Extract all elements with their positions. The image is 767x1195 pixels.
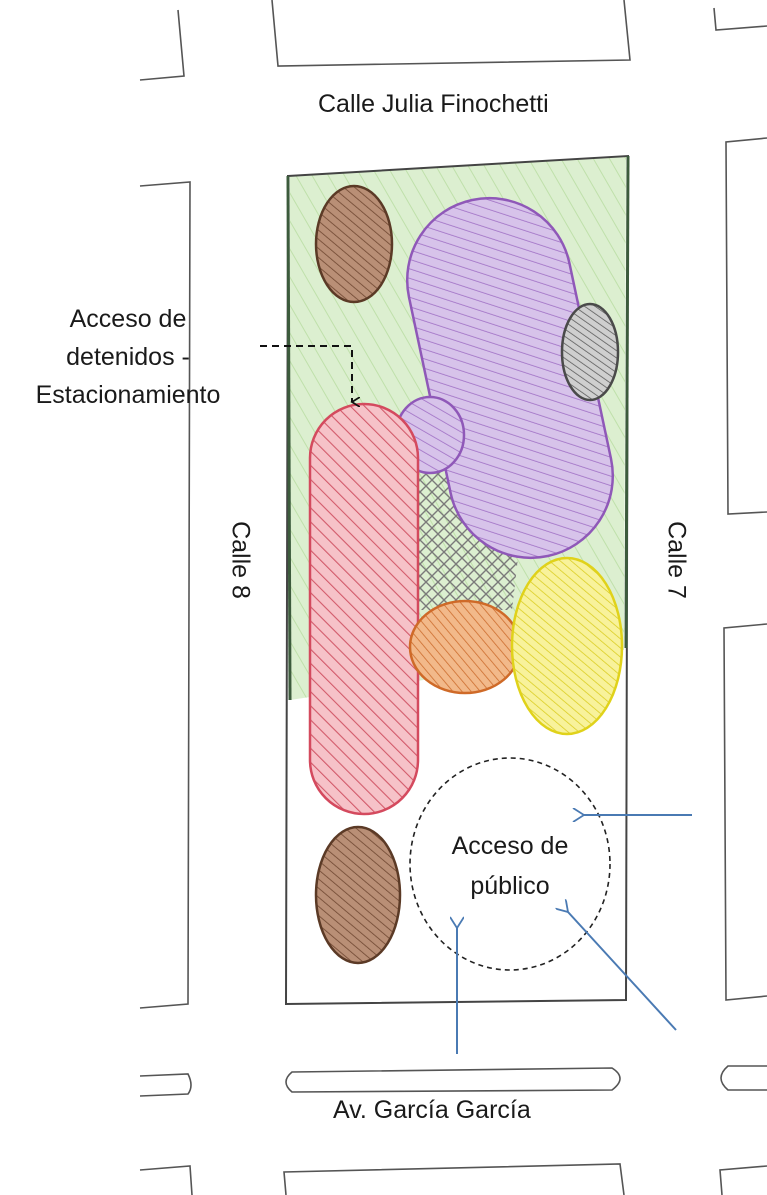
site-block xyxy=(284,154,630,1006)
block-se-bottom xyxy=(719,1165,767,1195)
street-label-south: Av. García García xyxy=(333,1096,531,1124)
block-nw-top xyxy=(139,9,185,81)
site-west-wall xyxy=(286,175,292,701)
street-label-north: Calle Julia Finochetti xyxy=(318,90,549,118)
public-access-label: Acceso de público xyxy=(420,826,600,906)
neighbor-blocks xyxy=(139,0,767,1195)
detainee-label-line2: detenidos - xyxy=(66,343,190,371)
street-label-west: Calle 8 xyxy=(226,521,255,599)
block-east-lower xyxy=(723,623,767,1001)
detainee-label-line1: Acceso de xyxy=(69,305,187,333)
public-label-line2: público xyxy=(470,872,550,900)
site-outline xyxy=(284,154,630,1006)
public-label-line1: Acceso de xyxy=(451,832,569,860)
detainee-access-arrow xyxy=(260,345,352,402)
block-east-upper xyxy=(725,137,767,515)
median-west xyxy=(139,1073,192,1097)
detainee-label-line3: Estacionamiento xyxy=(35,381,221,409)
median-east xyxy=(720,1065,767,1091)
public-access-arrows xyxy=(457,815,692,1054)
block-n-center xyxy=(271,0,631,67)
street-label-east: Calle 7 xyxy=(662,521,691,599)
block-west xyxy=(139,181,191,1009)
public-access-zone xyxy=(409,757,611,971)
detainee-access-label: Acceso de detenidos - Estacionamiento xyxy=(0,300,256,414)
block-s-center xyxy=(283,1163,625,1195)
median-center xyxy=(285,1067,621,1093)
block-ne-top xyxy=(713,7,767,31)
block-sw-bottom xyxy=(139,1165,193,1195)
arrow-from-southeast xyxy=(568,912,677,1031)
site-east-wall xyxy=(624,155,630,649)
